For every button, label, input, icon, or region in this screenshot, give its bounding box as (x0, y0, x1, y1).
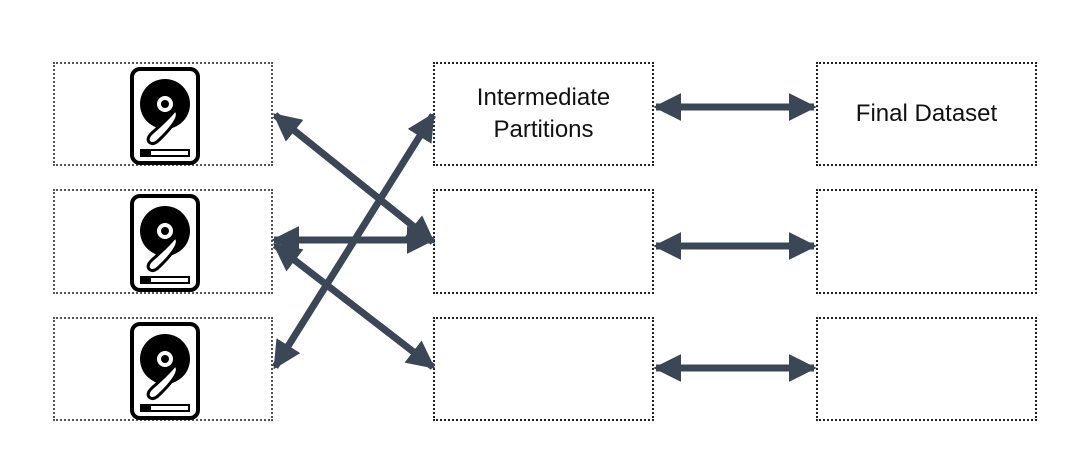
intermediate-partition-box-3 (433, 317, 654, 421)
final-dataset-box-2 (816, 189, 1037, 294)
hard-drive-icon (130, 322, 200, 420)
disk-box-1 (53, 62, 273, 166)
final-dataset-box-3 (816, 317, 1037, 421)
final-dataset-box-1: Final Dataset (816, 62, 1037, 166)
arrow-disk1-to-partition2 (272, 112, 436, 245)
final-dataset-label: Final Dataset (855, 100, 998, 127)
arrow-disk2-to-partition3 (272, 242, 436, 370)
arrow-disk3-to-partition1 (272, 112, 436, 370)
disk-box-2 (53, 189, 273, 294)
hard-drive-icon (130, 67, 200, 165)
intermediate-partition-box-1: Intermediate Partitions (433, 62, 654, 166)
disk-box-3 (53, 317, 273, 421)
intermediate-partitions-label: Intermediate Partitions (476, 84, 611, 143)
intermediate-partition-box-2 (433, 189, 654, 294)
hard-drive-icon (130, 194, 200, 292)
